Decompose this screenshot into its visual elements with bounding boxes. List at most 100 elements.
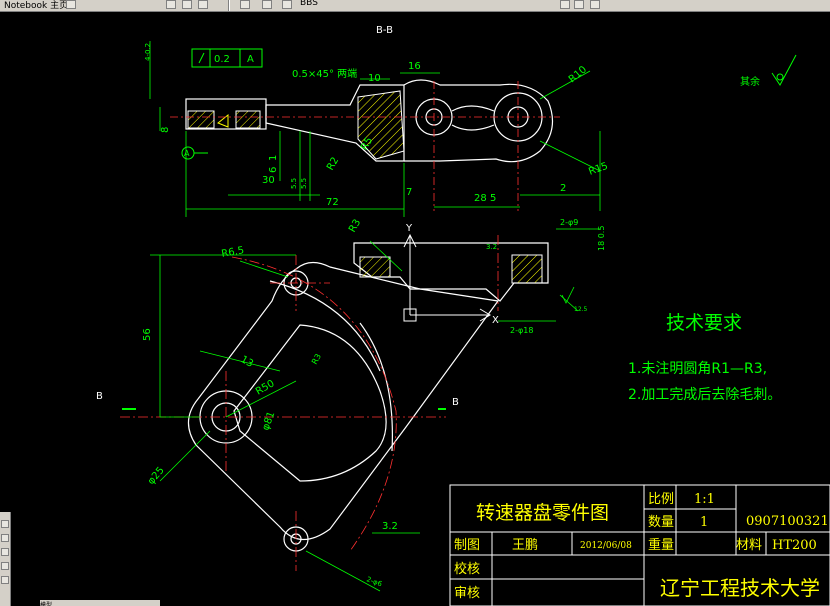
- tech-req-title: 技术要求: [666, 312, 742, 334]
- toolbar-separator: [228, 0, 230, 11]
- scale-label: 比例: [648, 492, 674, 507]
- dim-16: 16: [408, 61, 421, 72]
- leader-2phi6: [305, 550, 381, 592]
- dim-phi25: φ25: [146, 465, 167, 487]
- drawing-canvas[interactable]: B-B: [0, 11, 830, 606]
- material-value: HT200: [772, 538, 817, 553]
- ucs-icon: [403, 233, 491, 322]
- hatch-left: [187, 110, 215, 129]
- leader-r3: [369, 240, 403, 272]
- tool-icon[interactable]: [1, 534, 9, 542]
- section-view-bb: B-B: [144, 25, 797, 217]
- tool-icon[interactable]: [1, 576, 9, 584]
- layer-manager-icon[interactable]: [590, 0, 600, 9]
- school-name: 辽宁工程技术大学: [660, 576, 820, 600]
- dim-72: 72: [326, 197, 339, 208]
- dim-r15: R15: [587, 161, 609, 178]
- dim-2phi18: 2-φ18: [510, 326, 533, 335]
- section-title: B-B: [376, 25, 393, 36]
- leader-r6.5: [239, 260, 289, 278]
- web-curve: [451, 105, 495, 112]
- dim-2phi9: 2-φ9: [560, 218, 578, 227]
- hatch-top-block-2: [511, 254, 543, 284]
- dim-18: 18 0.5: [597, 226, 606, 251]
- plate-outline: [187, 261, 500, 541]
- datum-a-label: A: [184, 149, 190, 158]
- arc-centerline: [231, 256, 397, 552]
- qty-label: 数量: [648, 515, 674, 530]
- check-label: 校核: [454, 561, 480, 577]
- toolbar-label[interactable]: Notebook 主页: [4, 1, 69, 11]
- title-block: 转速器盘零件图 比例 1:1 数量 1 0907100321 制图 王鹏 201…: [449, 484, 830, 606]
- dim-3.2b: 3.2: [486, 243, 497, 251]
- tech-req-item: 2.加工完成后去除毛刺。: [628, 387, 781, 403]
- roughness-other-label: 其余: [740, 75, 760, 88]
- dim-r3: R3: [347, 217, 363, 234]
- hatch-mid: [357, 90, 405, 160]
- roughness-symbol-icon: [771, 54, 797, 86]
- dim-28: 28: [474, 193, 487, 204]
- layer-state-icon[interactable]: [262, 0, 272, 9]
- hatch-left-2: [235, 110, 261, 129]
- toolbar: Notebook 主页 BBS: [0, 0, 830, 12]
- drawn-name: 王鹏: [512, 538, 538, 553]
- web-curve: [451, 124, 495, 131]
- tool-icon[interactable]: [1, 520, 9, 528]
- dim-line-13: [199, 350, 281, 372]
- dim-2phi6: 2-φ6: [365, 575, 383, 588]
- dim-3.2: 3.2: [382, 521, 398, 532]
- dim-56: 56: [142, 328, 153, 341]
- dropdown-arrow-icon[interactable]: [560, 0, 570, 9]
- rib-arc: [359, 322, 393, 452]
- drawing-date: 2012/06/08: [580, 541, 632, 551]
- dim-4-0.2: 4-0.2: [144, 43, 152, 61]
- dim-30: 30: [262, 175, 275, 186]
- review-label: 审核: [454, 586, 480, 601]
- flatness-tolerance: 0.2: [214, 54, 230, 65]
- flatness-icon: [198, 52, 205, 64]
- dim-6: 6: [268, 167, 279, 173]
- dropdown-arrow-icon[interactable]: [66, 0, 76, 9]
- hatch-top-block: [359, 256, 391, 278]
- dim-12.5: 12.5: [574, 306, 588, 313]
- lightbulb-icon[interactable]: [282, 0, 292, 9]
- front-view: B B 56 R6.5 R3 13 R50 φ81 φ25 3.2 2-φ6 2…: [96, 217, 606, 592]
- part-name: 转速器盘零件图: [476, 502, 609, 524]
- dim-13: 13: [239, 354, 256, 370]
- properties-icon[interactable]: [182, 0, 192, 9]
- weight-label: 重量: [648, 537, 674, 553]
- left-tool-panel: [0, 512, 11, 606]
- layer-previous-icon[interactable]: [574, 0, 584, 9]
- tool-icon[interactable]: [1, 548, 9, 556]
- drawing-number: 0907100321: [746, 514, 829, 529]
- layer-name[interactable]: BBS: [300, 0, 318, 8]
- tab-model[interactable]: 模型: [40, 600, 160, 606]
- drawn-label: 制图: [454, 538, 480, 553]
- title-block-frame: [449, 484, 830, 606]
- tech-req-item: 1.未注明圆角R1—R3,: [628, 361, 767, 377]
- cutout-outline: [233, 324, 387, 482]
- dim-r2: R2: [325, 155, 341, 172]
- layer-icon[interactable]: [240, 0, 250, 9]
- dropdown-arrow-icon[interactable]: [166, 0, 176, 9]
- axis-x-label: X: [492, 315, 499, 326]
- chamfer-note: 0.5×45° 两端: [292, 67, 357, 80]
- dim-10: 10: [368, 73, 381, 84]
- roughness-icon: [561, 286, 575, 304]
- dim-7: 7: [406, 187, 412, 198]
- leader-r15: [539, 140, 601, 172]
- dim-5.5b: 5.5: [300, 178, 308, 189]
- leader-r10: [539, 70, 591, 100]
- leader-phi25: [159, 430, 211, 482]
- axis-y-label: Y: [405, 223, 413, 234]
- scale-value: 1:1: [694, 492, 715, 507]
- dim-5.5: 5.5: [290, 178, 298, 189]
- tool-icon[interactable]: [1, 562, 9, 570]
- dim-r3b: R3: [310, 352, 323, 366]
- surface-mark: [217, 113, 229, 128]
- qty-value: 1: [700, 515, 708, 530]
- dim-phi81: φ81: [260, 410, 277, 432]
- save-icon[interactable]: [198, 0, 208, 9]
- leader-r50: [225, 380, 297, 418]
- right-boss-outline: [403, 79, 554, 163]
